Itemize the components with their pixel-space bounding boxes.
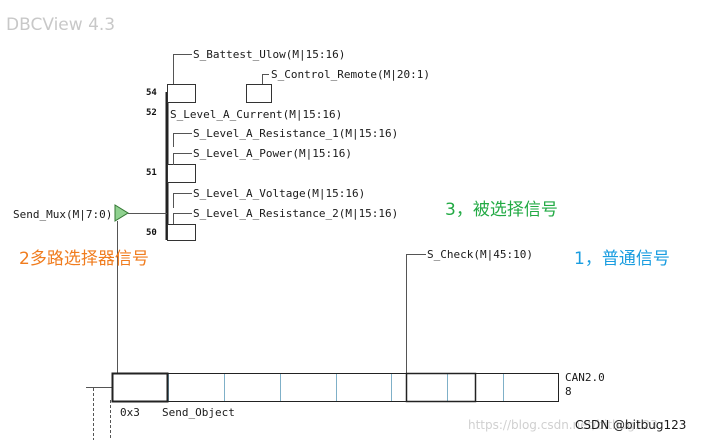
mux-box-51[interactable] — [167, 164, 196, 183]
signal-level-a-resistance-2[interactable]: S_Level_A_Resistance_2(M|15:16) — [193, 207, 398, 220]
frame-dlc: 8 — [565, 385, 572, 398]
signal-control-remote[interactable]: S_Control_Remote(M|20:1) — [271, 68, 430, 81]
annotation-normal-signal: 1，普通信号 — [574, 249, 670, 269]
message-frame[interactable] — [112, 373, 559, 402]
signal-send-mux[interactable]: Send_Mux(M|7:0) — [13, 208, 112, 221]
mux-value-51: 51 — [146, 168, 157, 178]
signal-level-a-voltage[interactable]: S_Level_A_Voltage(M|15:16) — [193, 187, 365, 200]
watermark-blog-url: https://blog.csdn.net/bitbug123 — [468, 418, 658, 432]
annotation-selected-signal: 3，被选择信号 — [445, 200, 558, 220]
mux-selector-icon[interactable] — [114, 204, 129, 222]
watermark-credit: CSDN @bitbug123 — [575, 418, 686, 432]
annotation-mux-signal: 2多路选择器信号 — [19, 249, 149, 269]
check-byte-box[interactable] — [405, 372, 477, 403]
signal-level-a-power[interactable]: S_Level_A_Power(M|15:16) — [193, 147, 352, 160]
mux-byte-box[interactable] — [111, 372, 169, 403]
frame-name: Send_Object — [162, 406, 235, 419]
frame-bus: CAN2.0 — [565, 371, 605, 384]
signal-connectors — [173, 54, 269, 224]
mux-value-50: 50 — [146, 228, 157, 238]
mux-value-52: 52 — [146, 108, 157, 118]
frame-id: 0x3 — [120, 406, 140, 419]
signal-level-a-resistance-1[interactable]: S_Level_A_Resistance_1(M|15:16) — [193, 127, 398, 140]
mux-box-50[interactable] — [167, 224, 196, 241]
control-remote-box[interactable] — [246, 84, 272, 103]
signal-level-a-current[interactable]: S_Level_A_Current(M|15:16) — [170, 108, 342, 121]
mux-value-54: 54 — [146, 88, 157, 98]
signal-battest-ulow[interactable]: S_Battest_Ulow(M|15:16) — [193, 48, 345, 61]
app-title: DBCView 4.3 — [6, 15, 115, 35]
check-connector-line — [406, 254, 426, 373]
signal-check[interactable]: S_Check(M|45:10) — [427, 248, 533, 261]
mux-box-54[interactable] — [167, 84, 196, 103]
